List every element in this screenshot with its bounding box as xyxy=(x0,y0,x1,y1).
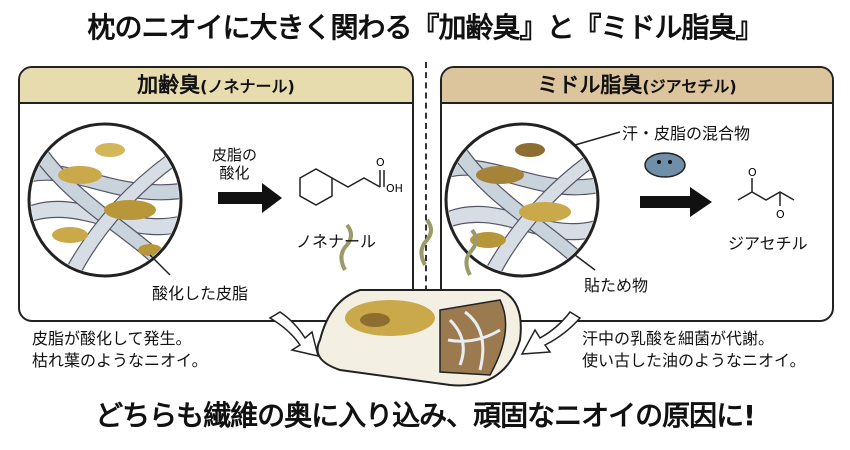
arrow-right-icon xyxy=(218,183,282,213)
fiber-label: 酸化した皮脂 xyxy=(152,284,249,303)
atom-label: O xyxy=(376,156,385,169)
curved-arrow-icon xyxy=(520,311,582,355)
description-line: 枯れ葉のようなニオイ。 xyxy=(32,351,208,370)
panel-header: ミドル脂臭(ジアセチル) xyxy=(442,68,832,104)
process-label: 皮脂の 酸化 xyxy=(212,146,257,182)
panel-header: 加齢臭(ノネナール) xyxy=(20,68,412,104)
center-divider xyxy=(425,62,427,322)
arrow-right-icon xyxy=(640,187,712,217)
deposit-label: 貼ため物 xyxy=(584,276,649,295)
molecule-name: ノネナール xyxy=(296,232,377,251)
nonenal-structure xyxy=(299,168,385,206)
fiber-magnified-circle-right xyxy=(444,122,600,278)
fiber-magnified-circle-left xyxy=(27,122,183,278)
page-title: 枕のニオイに大きく関わる『加齢臭』と『ミドル脂臭』 xyxy=(87,11,763,44)
atom-label: O xyxy=(748,166,757,179)
panel-subtitle: (ノネナール) xyxy=(200,77,295,96)
atom-label: O xyxy=(776,208,785,221)
bacteria-icon xyxy=(644,152,686,178)
description-line: 皮脂が酸化して発生。 xyxy=(32,329,192,348)
panel-title: 加齢臭 xyxy=(137,73,201,97)
molecule-name: ジアセチル xyxy=(728,234,808,253)
right-description: 汗中の乳酸を細菌が代謝。 使い古した油のようなニオイ。 xyxy=(582,328,806,372)
bottom-caption: どちらも繊維の奥に入り込み、頑固なニオイの原因に! xyxy=(95,399,756,432)
description-line: 汗中の乳酸を細菌が代謝。 xyxy=(582,329,775,348)
description-line: 使い古した油のようなニオイ。 xyxy=(582,351,806,370)
left-description: 皮脂が酸化して発生。 枯れ葉のようなニオイ。 xyxy=(32,328,208,372)
diacetyl-structure xyxy=(737,178,795,206)
panel-title: ミドル脂臭 xyxy=(537,73,643,97)
dirty-pillow-illustration xyxy=(316,218,522,387)
curved-arrow-icon xyxy=(268,311,320,358)
process-label-line: 皮脂の xyxy=(212,146,258,164)
mixture-label: 汗・皮脂の混合物 xyxy=(622,124,751,143)
process-label-line: 酸化 xyxy=(219,164,250,182)
atom-label: OH xyxy=(386,182,403,195)
panel-subtitle: (ジアセチル) xyxy=(642,77,737,96)
